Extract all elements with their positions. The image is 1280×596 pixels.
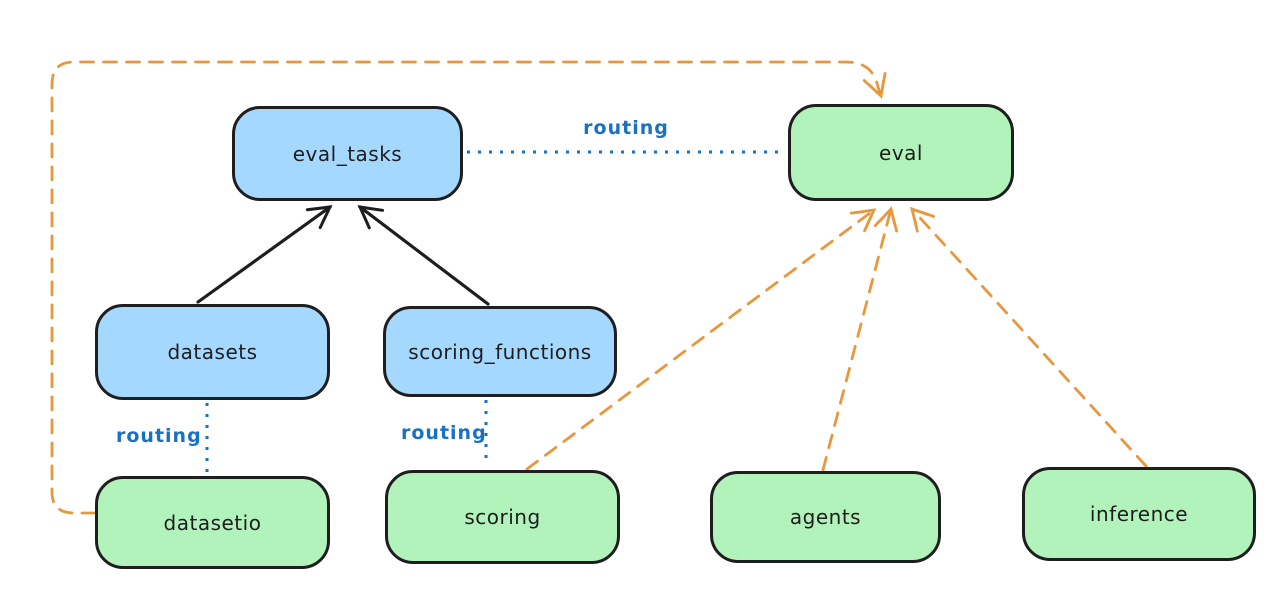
dashed-arrow-scoring-to-eval xyxy=(525,208,877,471)
dashed-arrow-agents-to-eval xyxy=(821,206,899,472)
node-agents-label: agents xyxy=(789,505,862,529)
node-scoring-label: scoring xyxy=(464,505,541,529)
node-inference-label: inference xyxy=(1089,502,1189,526)
node-datasetio: datasetio xyxy=(95,476,330,569)
node-eval: eval xyxy=(788,104,1014,201)
node-eval-label: eval xyxy=(879,140,923,165)
node-scoring: scoring xyxy=(385,470,620,564)
node-datasets: datasets xyxy=(95,304,330,400)
node-scoring-functions: scoring_functions xyxy=(383,306,617,397)
arrow-scoring-functions-to-eval-tasks xyxy=(357,205,490,306)
node-scoring-functions-label: scoring_functions xyxy=(408,339,592,364)
node-agents: agents xyxy=(710,471,941,563)
dashed-arrow-inference-to-eval xyxy=(910,206,1148,468)
dashed-arrow-datasetio-to-eval xyxy=(50,60,887,515)
node-datasetio-label: datasetio xyxy=(163,510,262,535)
arrow-datasets-to-eval-tasks xyxy=(196,205,333,304)
node-inference: inference xyxy=(1022,467,1256,561)
node-eval-tasks-label: eval_tasks xyxy=(292,141,403,166)
routing-label-eval-tasks-eval: routing xyxy=(583,117,669,139)
routing-label-datasets-datasetio: routing xyxy=(116,425,202,447)
node-datasets-label: datasets xyxy=(167,340,258,364)
routing-label-scoring-functions-scoring: routing xyxy=(401,422,487,444)
node-eval-tasks: eval_tasks xyxy=(232,106,463,201)
